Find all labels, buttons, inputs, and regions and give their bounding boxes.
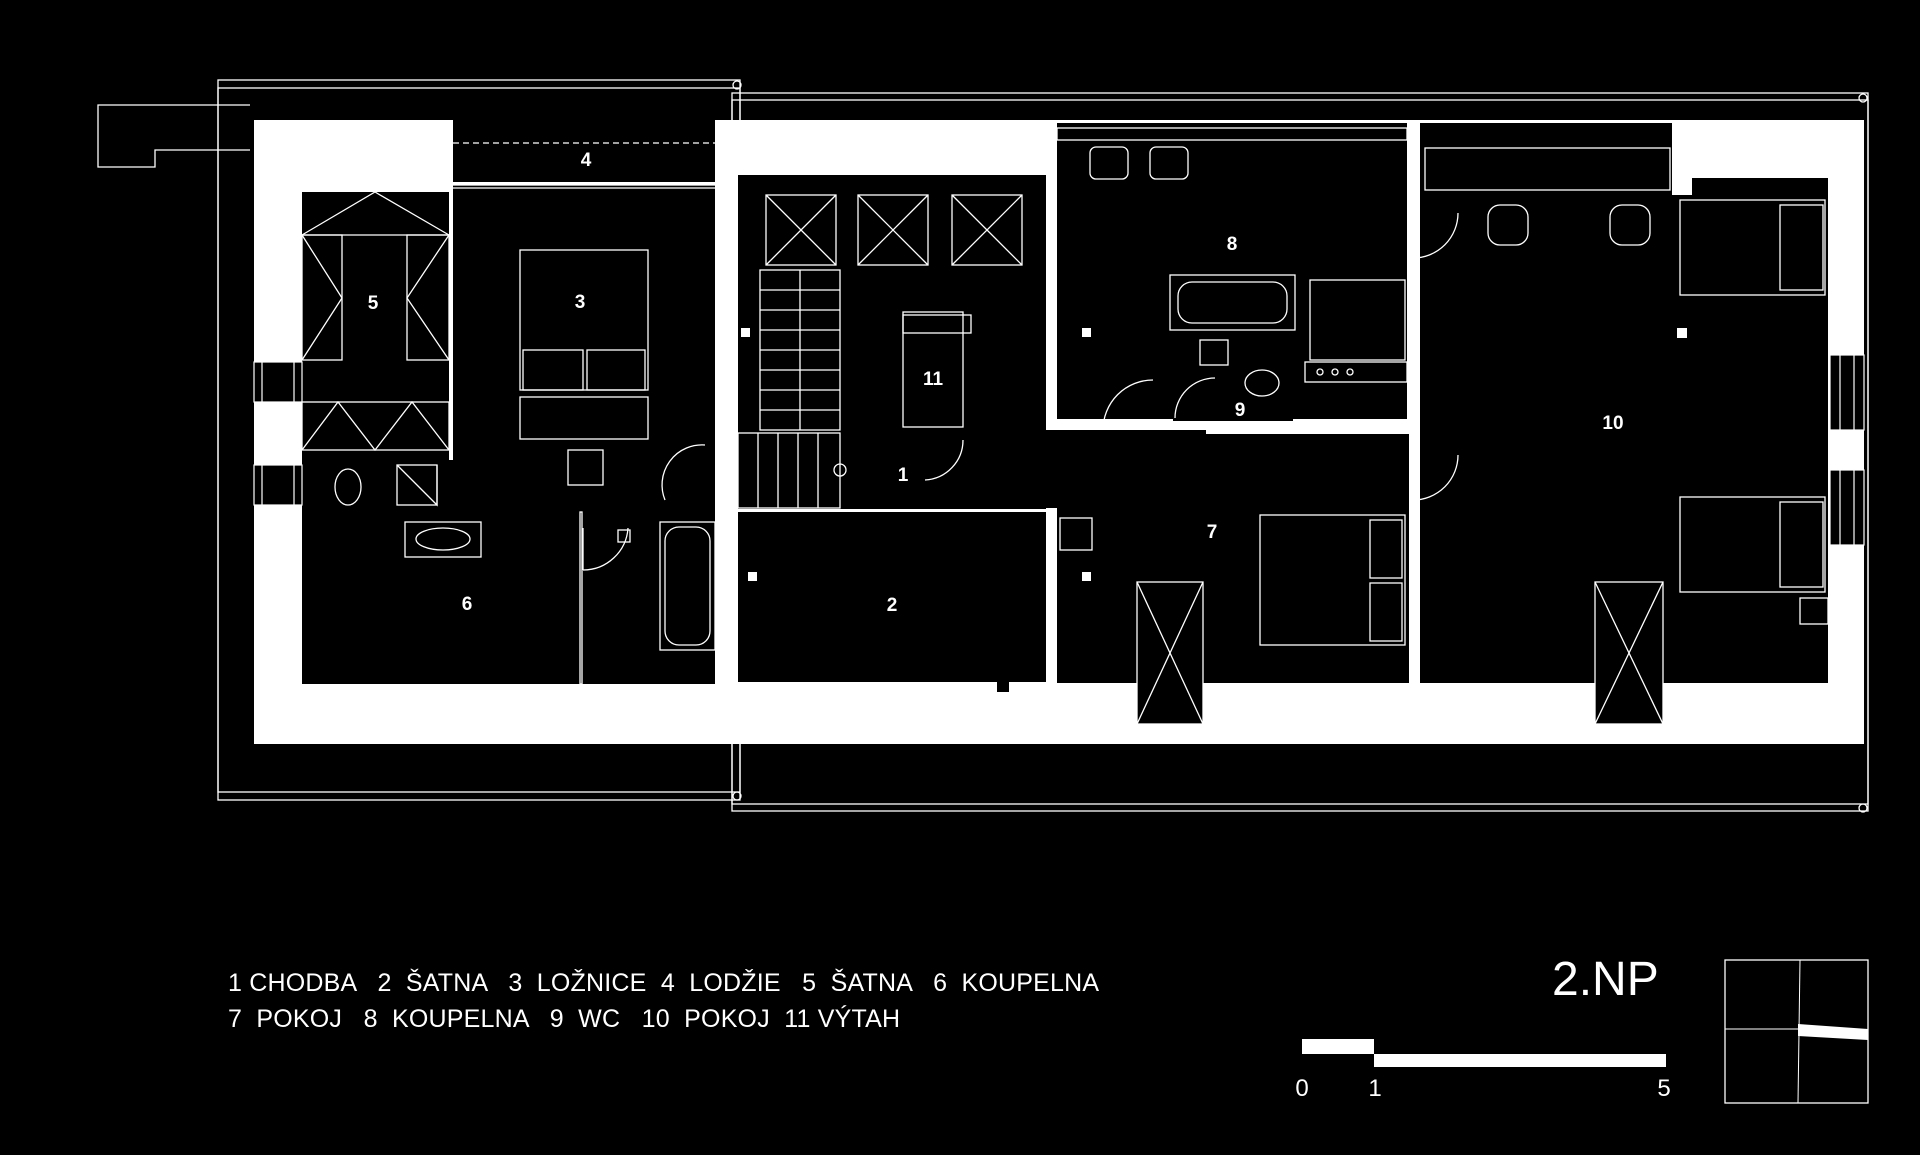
furniture (301, 127, 1829, 725)
room-number-2: 2 (887, 595, 898, 616)
room-labels: 1 2 3 4 5 6 7 8 9 10 11 (368, 150, 1624, 616)
room-legend: 1 CHODBA 2 ŠATNA 3 LOŽNICE 4 LODŽIE 5 ŠA… (228, 965, 1099, 1037)
room-number-5: 5 (368, 293, 379, 314)
floor-title: 2.NP (1552, 953, 1659, 1006)
scale-label-0: 0 (1295, 1075, 1308, 1102)
room-number-1: 1 (898, 465, 909, 486)
legend-line-2: 7 POKOJ 8 KOUPELNA 9 WC 10 POKOJ 11 VÝTA… (228, 1005, 901, 1033)
columns (741, 328, 1687, 581)
room-number-11: 11 (923, 369, 944, 390)
room-number-9: 9 (1235, 400, 1246, 421)
scale-label-1: 1 (1368, 1075, 1381, 1102)
room-number-8: 8 (1227, 234, 1238, 255)
windows (253, 354, 1865, 546)
scale-label-5: 5 (1657, 1075, 1670, 1102)
legend-line-1: 1 CHODBA 2 ŠATNA 3 LOŽNICE 4 LODŽIE 5 ŠA… (228, 969, 1100, 997)
room-number-4: 4 (581, 150, 592, 171)
room-number-10: 10 (1602, 413, 1623, 434)
room-number-6: 6 (462, 594, 473, 615)
key-plan (1724, 959, 1869, 1104)
room-number-3: 3 (575, 292, 586, 313)
scale-bar: 0 1 5 (1295, 1039, 1671, 1102)
room-number-7: 7 (1207, 522, 1218, 543)
room-interiors (302, 120, 1828, 724)
